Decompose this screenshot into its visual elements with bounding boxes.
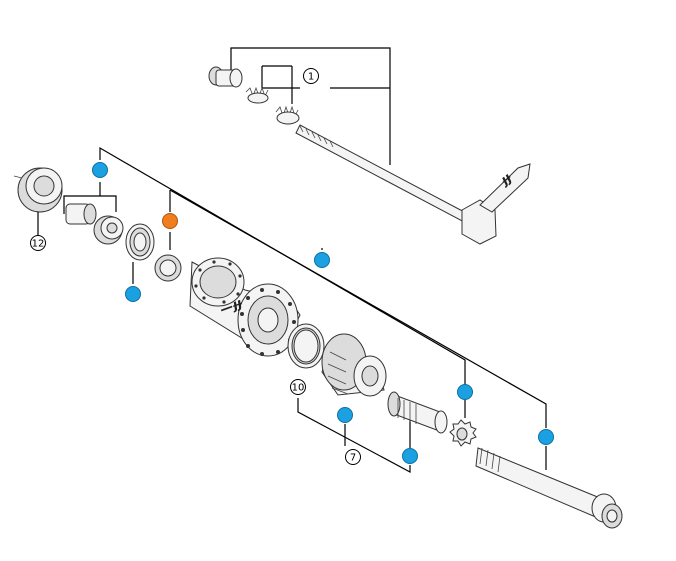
qr-rod (295, 124, 471, 224)
spacer-ring-10 (287, 323, 325, 369)
callout-12-label: 12 (32, 239, 45, 250)
axle-nut (65, 203, 97, 225)
callout-7-label: 7 (350, 453, 356, 464)
leader-lines (63, 47, 547, 474)
splined-tube (387, 391, 448, 434)
callout-12[interactable]: 12 (30, 235, 46, 251)
end-cap-12 (13, 167, 63, 213)
marker-blue[interactable] (337, 407, 353, 423)
hub-shell: —ɟɟ (189, 257, 301, 357)
bearing-2 (154, 254, 182, 282)
qr-nut (208, 66, 243, 88)
blue-markers (92, 162, 554, 464)
callout-7[interactable]: 7 (345, 449, 361, 465)
marker-blue[interactable] (538, 429, 554, 445)
callout-1[interactable]: 1 (303, 68, 319, 84)
axle (475, 447, 623, 529)
callout-10-label: 10 (292, 383, 305, 394)
marker-blue[interactable] (314, 252, 330, 268)
freehub-body (321, 333, 387, 397)
callout-1-label: 1 (308, 72, 314, 83)
qr-lever: ɟɟ (461, 163, 531, 245)
marker-blue[interactable] (92, 162, 108, 178)
marker-orange[interactable] (162, 213, 178, 229)
seal-ring (125, 223, 155, 261)
marker-blue[interactable] (125, 286, 141, 302)
marker-blue[interactable] (457, 384, 473, 400)
qr-spring-1 (245, 86, 269, 104)
bearing-1 (93, 215, 124, 245)
qr-spring-2 (275, 105, 300, 125)
marker-blue[interactable] (402, 448, 418, 464)
star-washer (449, 419, 477, 447)
quick-release-skewer: ɟɟ (208, 66, 531, 245)
callout-10[interactable]: 10 (290, 379, 306, 395)
